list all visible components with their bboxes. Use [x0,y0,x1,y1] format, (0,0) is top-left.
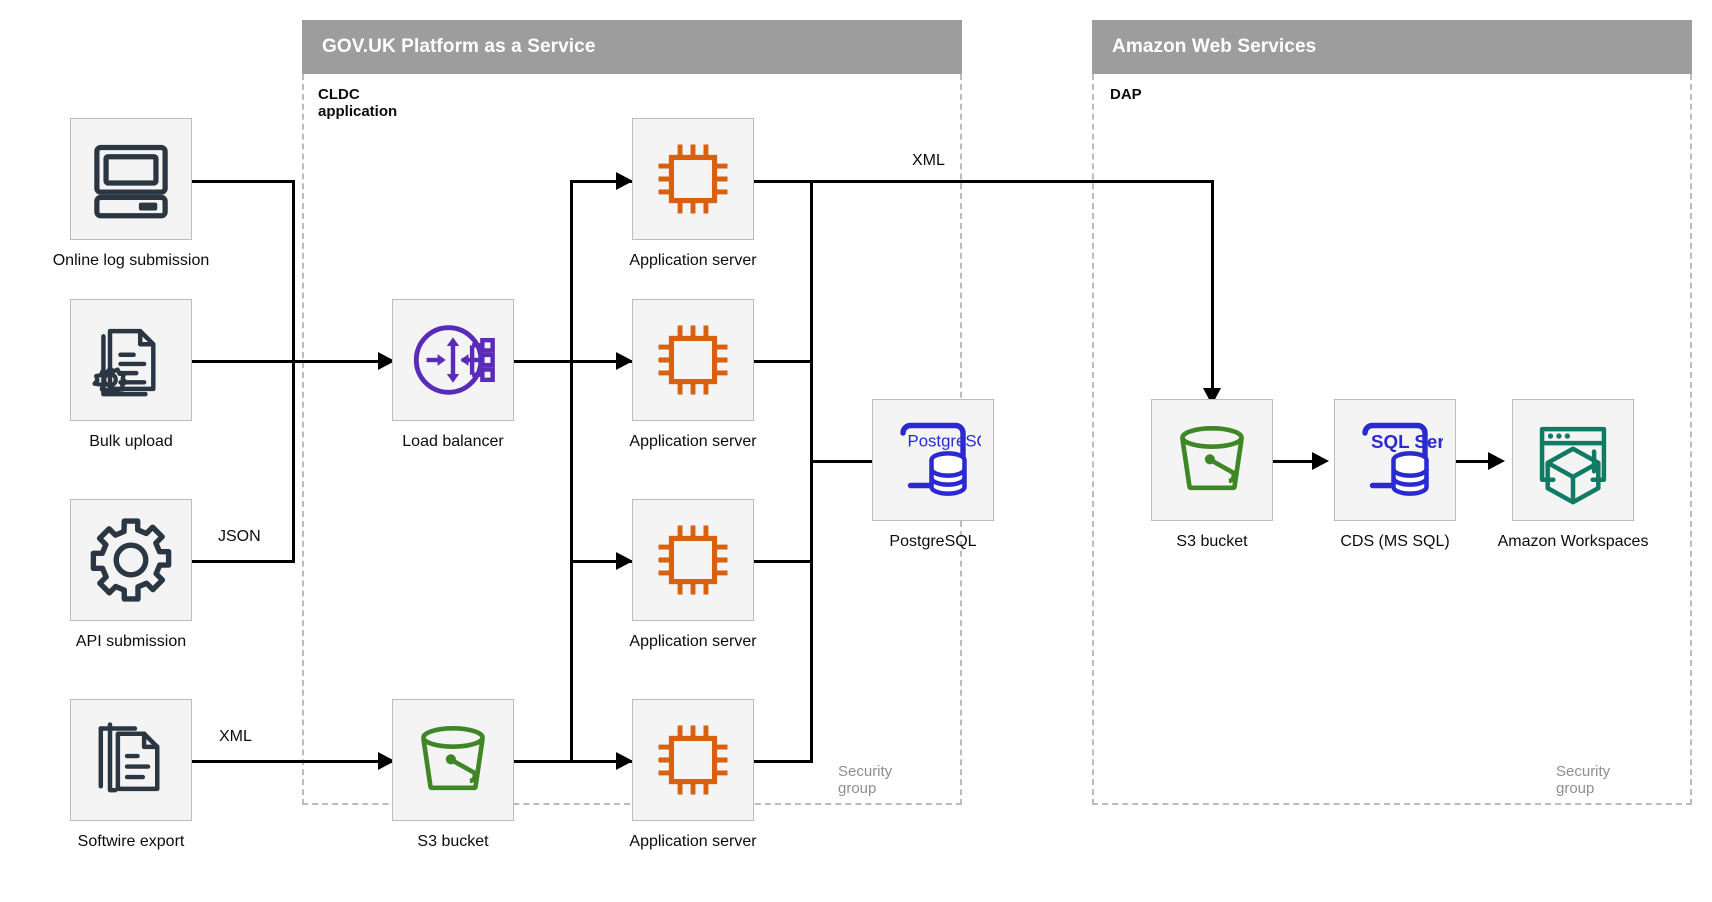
edge-bus-to-app4 [570,760,635,763]
group-header-govuk-paas: GOV.UK Platform as a Service [302,20,962,74]
edge-label-json: JSON [214,528,265,546]
edge-bus-to-app2 [570,360,635,363]
label-amazon-workspaces: Amazon Workspaces [1497,533,1649,550]
tile-load-balancer[interactable] [392,299,514,421]
group-body-aws [1092,74,1692,805]
label-app-server-1: Application server [629,252,757,269]
tile-bulk-upload[interactable] [70,299,192,421]
gear-icon [90,518,172,602]
edge-appserver-fanout-bus [570,180,573,760]
group-footer-security-group-aws: Security group [1556,763,1611,797]
cpu-chip-icon [658,525,728,595]
label-s3-bucket-paas: S3 bucket [417,833,489,850]
arrowhead-to-app-server-4 [616,752,633,770]
cpu-chip-icon [658,144,728,214]
arrowhead-to-load-balancer [378,352,395,370]
edge-source-trunk [292,180,295,562]
desktop-computer-icon [94,144,168,219]
tile-cds-ms-sql[interactable]: SQL Server [1334,399,1456,521]
document-gear-icon [92,328,156,397]
arrowhead-to-cds [1312,452,1329,470]
label-app-server-4: Application server [629,833,757,850]
tile-app-server-3[interactable] [632,499,754,621]
edge-app4-out [748,760,813,763]
tile-app-server-1[interactable] [632,118,754,240]
edge-bus-to-app1 [570,180,635,183]
label-load-balancer: Load balancer [402,433,504,450]
edge-label-xml-to-dap: XML [908,152,949,170]
edge-appserver-collect-bus [810,180,813,763]
svg-text:PostgreSQL: PostgreSQL [908,432,982,451]
edge-app2-out [748,360,813,363]
tile-s3-bucket-aws[interactable] [1151,399,1273,521]
label-app-server-2: Application server [629,433,757,450]
label-online-log-submission: Online log submission [52,252,210,269]
tile-app-server-4[interactable] [632,699,754,821]
svg-text:SQL Server: SQL Server [1371,431,1443,452]
tile-api-submission[interactable] [70,499,192,621]
group-subtitle-dap: DAP [1110,86,1142,103]
arrowhead-to-app-server-2 [616,352,633,370]
arrowhead-to-app-server-3 [616,552,633,570]
label-api-submission: API submission [75,633,187,650]
edge-online-to-trunk [190,180,295,183]
edge-trunk-to-lb [292,360,387,363]
label-cds-ms-sql: CDS (MS SQL) [1340,533,1450,550]
cpu-chip-icon [658,725,728,795]
label-s3-bucket-aws: S3 bucket [1176,533,1248,550]
edge-app3-out [748,560,813,563]
label-softwire-export: Softwire export [77,833,185,850]
label-bulk-upload: Bulk upload [89,433,173,450]
s3-bucket-icon [1180,426,1244,491]
cpu-chip-icon [658,325,728,395]
amazon-workspaces-icon [1539,426,1607,505]
edge-label-xml-softwire: XML [215,728,256,746]
group-subtitle-cldc-application: CLDC application [318,86,398,120]
edge-api-to-trunk [190,560,295,563]
edge-bus-to-app3 [570,560,635,563]
tile-app-server-2[interactable] [632,299,754,421]
label-postgresql: PostgreSQL [889,533,977,550]
load-balancer-icon [413,325,495,395]
edge-s3-to-cds [1273,460,1321,463]
tile-online-log-submission[interactable] [70,118,192,240]
arrowhead-to-app-server-1 [616,172,633,190]
edge-cds-to-workspaces [1456,460,1498,463]
edge-app1-to-dap [748,180,1214,183]
sql-server-icon: SQL Server [1362,422,1443,496]
group-header-aws: Amazon Web Services [1092,20,1692,74]
s3-bucket-icon [421,726,485,791]
label-app-server-3: Application server [629,633,757,650]
edge-bulk-to-lb [190,360,380,363]
tile-postgresql[interactable]: PostgreSQL [872,399,994,521]
edge-softwire-to-s3 [190,760,395,763]
postgresql-icon: PostgreSQL [900,422,982,496]
tile-amazon-workspaces[interactable] [1512,399,1634,521]
tile-softwire-export[interactable] [70,699,192,821]
arrowhead-to-workspaces [1488,452,1505,470]
group-footer-security-group-paas: Security group [838,763,893,797]
edge-dap-drop [1211,180,1214,400]
tile-s3-bucket-paas[interactable] [392,699,514,821]
arrowhead-to-s3-paas [378,752,395,770]
document-stack-icon [98,722,160,793]
edge-s3-to-bus [512,760,577,763]
